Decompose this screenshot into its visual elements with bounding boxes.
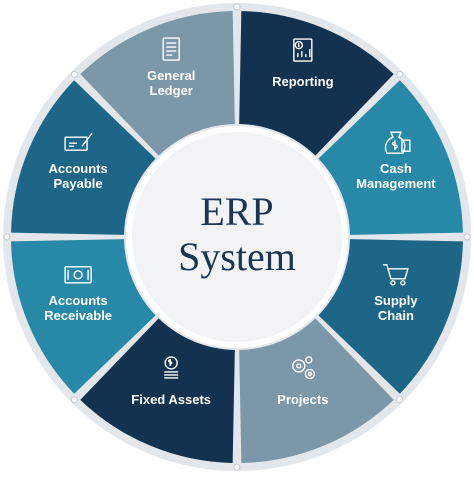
banknote-icon	[64, 266, 92, 284]
segment-accounts-receivable-shape	[11, 239, 156, 394]
gears-icon	[292, 356, 316, 380]
segment-reporting: Reporting	[239, 11, 394, 156]
ring-separator-dot	[70, 70, 78, 78]
money-bag-icon	[384, 131, 411, 154]
segment-accounts-receivable-label-line: Receivable	[44, 308, 112, 323]
segment-projects-label-line: Projects	[277, 392, 328, 407]
segment-fixed-assets-shape	[80, 318, 235, 463]
segment-accounts-payable-label-line: Accounts	[48, 161, 107, 176]
center-title-line2: System	[178, 234, 296, 279]
segment-general-ledger-shape	[80, 11, 235, 156]
ledger-document-icon	[162, 37, 180, 61]
coins-icon	[164, 356, 179, 379]
center-title-line1: ERP	[200, 189, 273, 234]
segment-supply-chain-label-line: Chain	[378, 308, 414, 323]
segment-supply-chain-shape	[318, 239, 463, 394]
segment-cash-management-label-line: Management	[356, 176, 436, 191]
segment-reporting-label-line: Reporting	[272, 74, 333, 89]
segment-cash-management-label-line: Cash	[380, 161, 412, 176]
ring-separator-dot	[70, 396, 78, 404]
shopping-cart-icon	[382, 264, 409, 286]
segment-accounts-payable-shape	[11, 80, 156, 235]
segment-reporting-shape	[239, 11, 394, 156]
segment-cash-management-shape	[318, 80, 463, 235]
center-circle	[126, 126, 348, 348]
ring-separator-dot	[463, 233, 471, 241]
ring-separator-dot	[233, 3, 241, 11]
segment-fixed-assets-label-line: Fixed Assets	[131, 392, 211, 407]
report-chart-icon	[293, 38, 313, 62]
segment-general-ledger-label-line: Ledger	[150, 83, 193, 98]
segment-projects: Projects	[239, 318, 394, 463]
segment-fixed-assets: Fixed Assets	[80, 318, 235, 463]
segment-accounts-receivable-label-line: Accounts	[48, 293, 107, 308]
segment-general-ledger-label-line: General	[147, 68, 195, 83]
ring-separator-dot	[3, 233, 11, 241]
segment-accounts-payable-label-line: Payable	[54, 176, 103, 191]
ring-separator-dot	[396, 70, 404, 78]
segments-group: ReportingCashManagementSupplyChainProjec…	[3, 3, 471, 471]
segment-projects-shape	[239, 318, 394, 463]
segment-supply-chain-label-line: Supply	[374, 293, 418, 308]
ring-separator-dot	[396, 396, 404, 404]
ring-separator-dot	[233, 463, 241, 471]
cheque-pen-icon	[64, 132, 93, 151]
